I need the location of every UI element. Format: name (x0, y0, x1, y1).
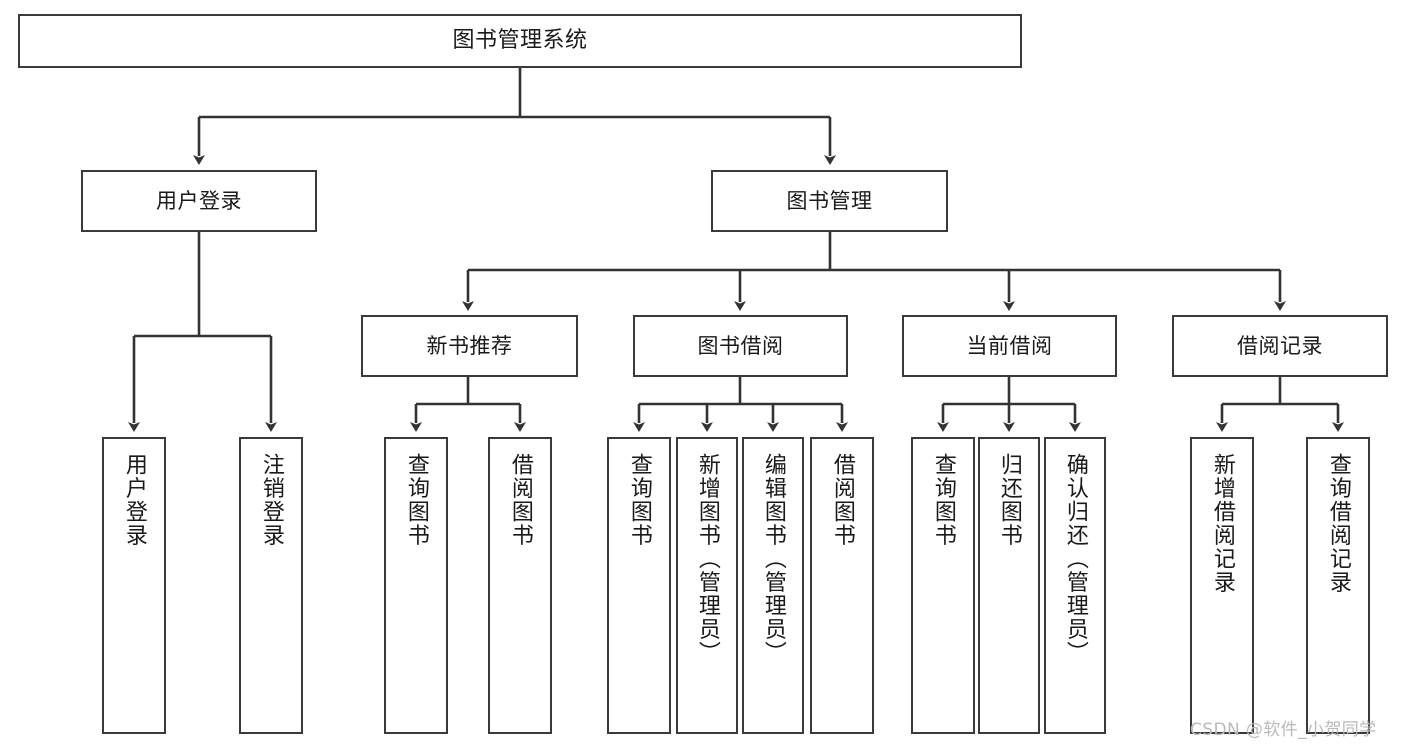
node-label: 借阅图书 (507, 453, 533, 547)
leaf-edit-book[interactable]: 编辑图书（管理员） (742, 437, 804, 734)
node-label: 查询图书 (626, 453, 652, 547)
leaf-user-login[interactable]: 用户登录 (102, 437, 166, 734)
node-label: 归还图书 (996, 453, 1022, 547)
node-label: 新增借阅记录 (1209, 453, 1235, 594)
node-book-management[interactable]: 图书管理 (711, 170, 948, 232)
node-label: 图书管理 (786, 188, 873, 213)
node-new-book-recommend[interactable]: 新书推荐 (361, 315, 578, 377)
csdn-watermark: CSDN @软件_小贺同学 (1190, 720, 1377, 740)
node-label: 查询借阅记录 (1325, 453, 1351, 594)
node-label: 用户登录 (121, 453, 147, 547)
leaf-confirm-return[interactable]: 确认归还（管理员） (1044, 437, 1106, 734)
leaf-borrow-book-recommend[interactable]: 借阅图书 (488, 437, 552, 734)
leaf-query-book-current[interactable]: 查询图书 (911, 437, 975, 734)
leaf-query-borrow-record[interactable]: 查询借阅记录 (1306, 437, 1370, 734)
node-label: 借阅记录 (1237, 333, 1323, 358)
node-label: 注销登录 (258, 453, 284, 547)
node-label: 编辑图书（管理员） (760, 453, 786, 665)
leaf-return-book[interactable]: 归还图书 (978, 437, 1040, 734)
node-label: 用户登录 (156, 188, 242, 213)
node-label: 当前借阅 (966, 333, 1053, 358)
node-label: 图书借阅 (697, 333, 784, 358)
leaf-add-borrow-record[interactable]: 新增借阅记录 (1190, 437, 1254, 734)
node-root-system[interactable]: 图书管理系统 (18, 14, 1022, 68)
leaf-borrow-book[interactable]: 借阅图书 (810, 437, 874, 734)
node-label: 新书推荐 (426, 333, 513, 358)
leaf-user-logout[interactable]: 注销登录 (239, 437, 303, 734)
node-book-borrow[interactable]: 图书借阅 (633, 315, 848, 377)
node-label: 查询图书 (930, 453, 956, 547)
leaf-add-book[interactable]: 新增图书（管理员） (676, 437, 738, 734)
leaf-query-book-borrow[interactable]: 查询图书 (607, 437, 671, 734)
leaf-query-book-recommend[interactable]: 查询图书 (384, 437, 448, 734)
node-label: 图书管理系统 (452, 28, 588, 54)
node-current-borrow[interactable]: 当前借阅 (902, 315, 1117, 377)
node-user-login[interactable]: 用户登录 (81, 170, 317, 232)
node-label: 借阅图书 (829, 453, 855, 547)
node-label: 查询图书 (403, 453, 429, 547)
node-borrow-record[interactable]: 借阅记录 (1172, 315, 1388, 377)
node-label: 新增图书（管理员） (694, 453, 720, 665)
node-label: 确认归还（管理员） (1062, 453, 1088, 665)
